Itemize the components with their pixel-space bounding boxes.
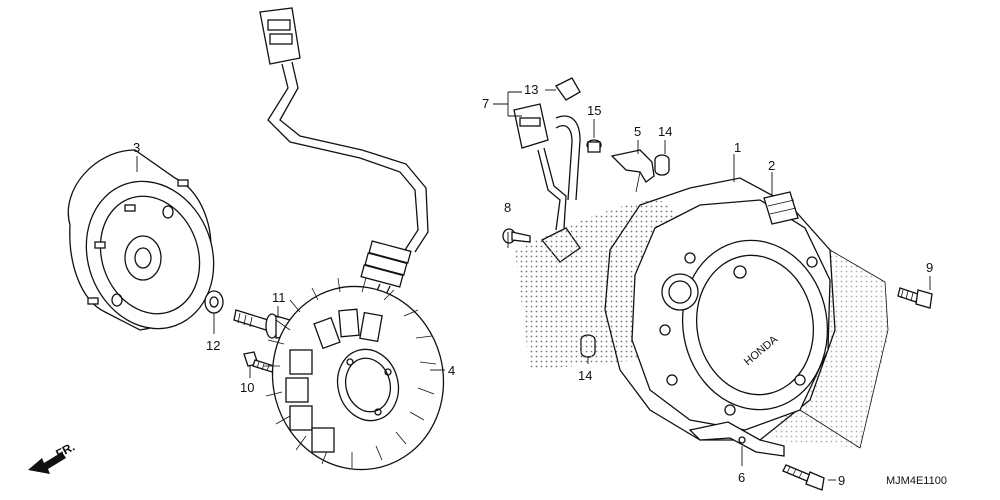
washer [204,290,224,314]
crankcase-cover: HONDA [515,177,890,449]
callout-labels: 1 2 3 4 5 6 7 8 9 9 10 11 12 13 14 14 15 [133,82,933,488]
callout-3: 3 [133,140,140,155]
flange-bolt [233,309,291,339]
callout-1: 1 [734,140,741,155]
callout-6: 6 [738,470,745,485]
callout-12: 12 [206,338,220,353]
callout-8: 8 [504,200,511,215]
wire-clamp [610,149,655,193]
lower-wire-clamp [688,421,785,457]
flywheel-rotor [67,149,215,331]
leader-lines [136,89,931,481]
callout-14-lower: 14 [578,368,592,383]
stator-bolt [243,351,275,373]
callout-11: 11 [272,290,286,305]
stator-assembly [259,7,445,471]
callout-9-upper: 9 [926,260,933,275]
diagram-code: MJM4E1100 [886,475,947,487]
callout-9-lower: 9 [838,473,845,488]
callout-15: 15 [587,103,601,118]
callout-7: 7 [482,96,489,111]
cover-bolt-lower [782,464,825,491]
front-arrow-icon [28,452,66,474]
callout-13: 13 [524,82,538,97]
callout-2: 2 [768,158,775,173]
callout-4: 4 [448,363,455,378]
front-direction-indicator: FR. [28,440,77,474]
cap-bolt [586,139,602,153]
callout-10: 10 [240,380,254,395]
callout-14-upper: 14 [658,124,672,139]
callout-5: 5 [634,124,641,139]
cover-bolt-upper [897,287,933,309]
sensor-bolt [502,228,531,244]
dowel-pin-upper [654,154,670,176]
